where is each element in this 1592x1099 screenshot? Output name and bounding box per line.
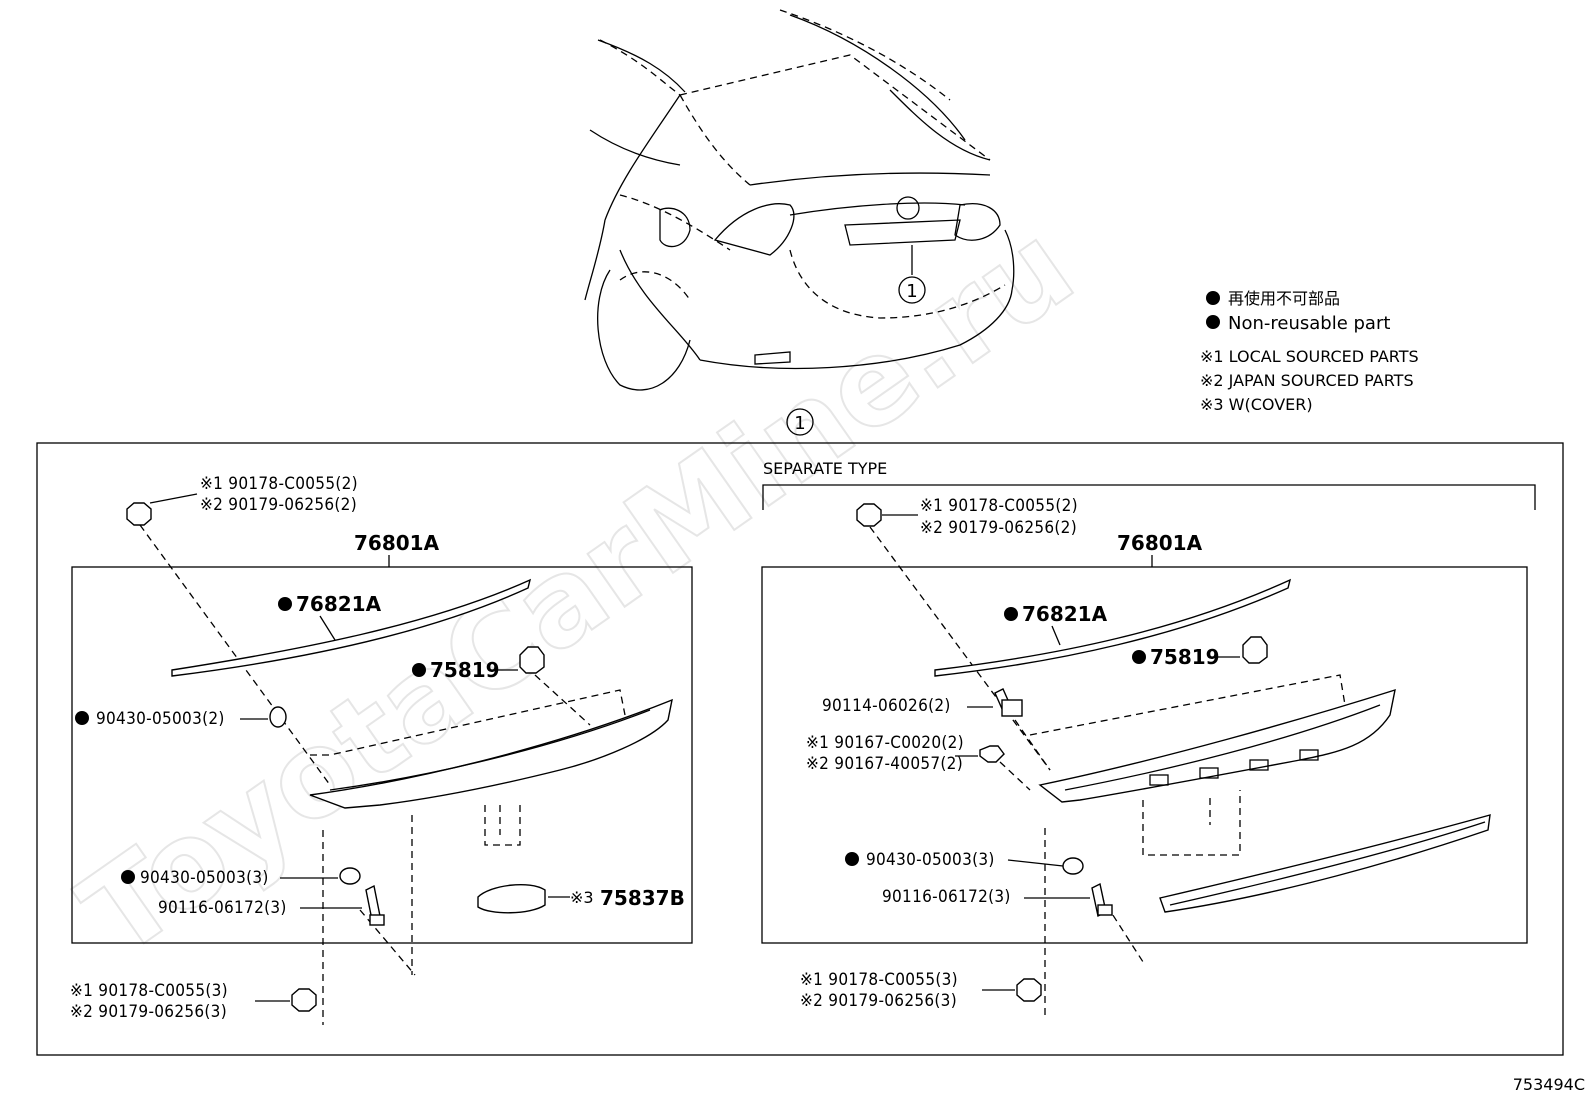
left-assembly-number: 76801A <box>354 531 440 555</box>
left-nut-bottom-2: ※2 90179-06256(3) <box>70 1002 227 1022</box>
right-assembly-number: 76801A <box>1117 531 1203 555</box>
stud-head-icon <box>1097 904 1113 916</box>
right-nut-bottom-2: ※2 90179-06256(3) <box>800 991 957 1011</box>
nut-icon <box>126 502 152 526</box>
moulding-strip <box>934 578 1292 677</box>
washer-icon <box>269 706 287 728</box>
bullet-icon <box>1206 315 1220 329</box>
bullet-icon <box>1206 291 1220 305</box>
washer-icon <box>339 867 361 885</box>
lower-garnish <box>1159 814 1491 913</box>
callout-marker-car: 1 <box>906 281 917 302</box>
left-cover-mark: ※3 <box>570 888 594 907</box>
nut-icon <box>1016 978 1042 1002</box>
legend-note-2: ※2 JAPAN SOURCED PARTS <box>1200 371 1414 390</box>
washer-icon <box>1062 857 1084 875</box>
non-reusable-bullet <box>121 870 135 884</box>
non-reusable-bullet <box>1132 650 1146 664</box>
separate-type-bracket <box>762 484 1536 510</box>
left-nut-top-1: ※1 90178-C0055(2) <box>200 474 358 494</box>
figure-id: 753494C <box>1513 1075 1585 1094</box>
separate-type-label: SEPARATE TYPE <box>763 459 887 478</box>
left-panel: ※1 90178-C0055(2) ※2 90179-06256(2) 7680… <box>70 474 693 1025</box>
right-screw: 90114-06026(2) <box>822 696 951 716</box>
left-moulding: 76821A <box>296 592 382 616</box>
right-moulding: 76821A <box>1022 602 1108 626</box>
clip-icon <box>1242 636 1268 664</box>
left-stud: 90116-06172(3) <box>158 898 287 918</box>
screw-head-icon <box>1001 699 1023 717</box>
non-reusable-bullet <box>75 711 89 725</box>
non-reusable-bullet <box>1004 607 1018 621</box>
right-stud: 90116-06172(3) <box>882 887 1011 907</box>
right-nut-bottom-1: ※1 90178-C0055(3) <box>800 970 958 990</box>
left-nut-top-2: ※2 90179-06256(2) <box>200 495 357 515</box>
nut-icon <box>291 988 317 1012</box>
left-washer-lower: 90430-05003(3) <box>140 868 269 888</box>
stud-head-icon <box>369 914 385 926</box>
nut-icon <box>856 503 882 527</box>
legend-note-1: ※1 LOCAL SOURCED PARTS <box>1200 347 1419 366</box>
car-rear-illustration: 1 <box>584 9 1015 391</box>
legend: 再使用不可部品 Non-reusable part ※1 LOCAL SOURC… <box>1200 289 1419 414</box>
left-washer-upper: 90430-05003(2) <box>96 709 225 729</box>
right-clip: 75819 <box>1150 645 1220 669</box>
legend-note-3: ※3 W(COVER) <box>1200 395 1313 414</box>
clip-icon <box>519 646 545 674</box>
bolt-icon <box>979 745 1005 763</box>
legend-non-reusable-en: Non-reusable part <box>1228 313 1390 334</box>
non-reusable-bullet <box>412 663 426 677</box>
right-bolt-1: ※1 90167-C0020(2) <box>806 733 964 753</box>
callout-marker-main: 1 <box>794 413 805 434</box>
garnish-body <box>1038 688 1396 803</box>
right-nut-top-1: ※1 90178-C0055(2) <box>920 496 1078 516</box>
main-frame <box>36 442 1564 1056</box>
legend-non-reusable-jp: 再使用不可部品 <box>1228 289 1340 308</box>
left-nut-bottom-1: ※1 90178-C0055(3) <box>70 981 228 1001</box>
left-cover: 75837B <box>600 886 685 910</box>
callout-circle <box>786 408 814 436</box>
non-reusable-bullet <box>278 597 292 611</box>
right-bolt-2: ※2 90167-40057(2) <box>806 754 963 774</box>
cover-icon <box>477 884 546 914</box>
moulding-strip <box>171 578 532 677</box>
left-assembly-box <box>71 566 693 944</box>
right-nut-top-2: ※2 90179-06256(2) <box>920 518 1077 538</box>
non-reusable-bullet <box>845 852 859 866</box>
left-clip: 75819 <box>430 658 500 682</box>
right-panel: SEPARATE TYPE ※1 90178-C0055(2) ※2 90179… <box>761 459 1536 1020</box>
right-washer: 90430-05003(3) <box>866 850 995 870</box>
right-assembly-box <box>761 566 1528 944</box>
